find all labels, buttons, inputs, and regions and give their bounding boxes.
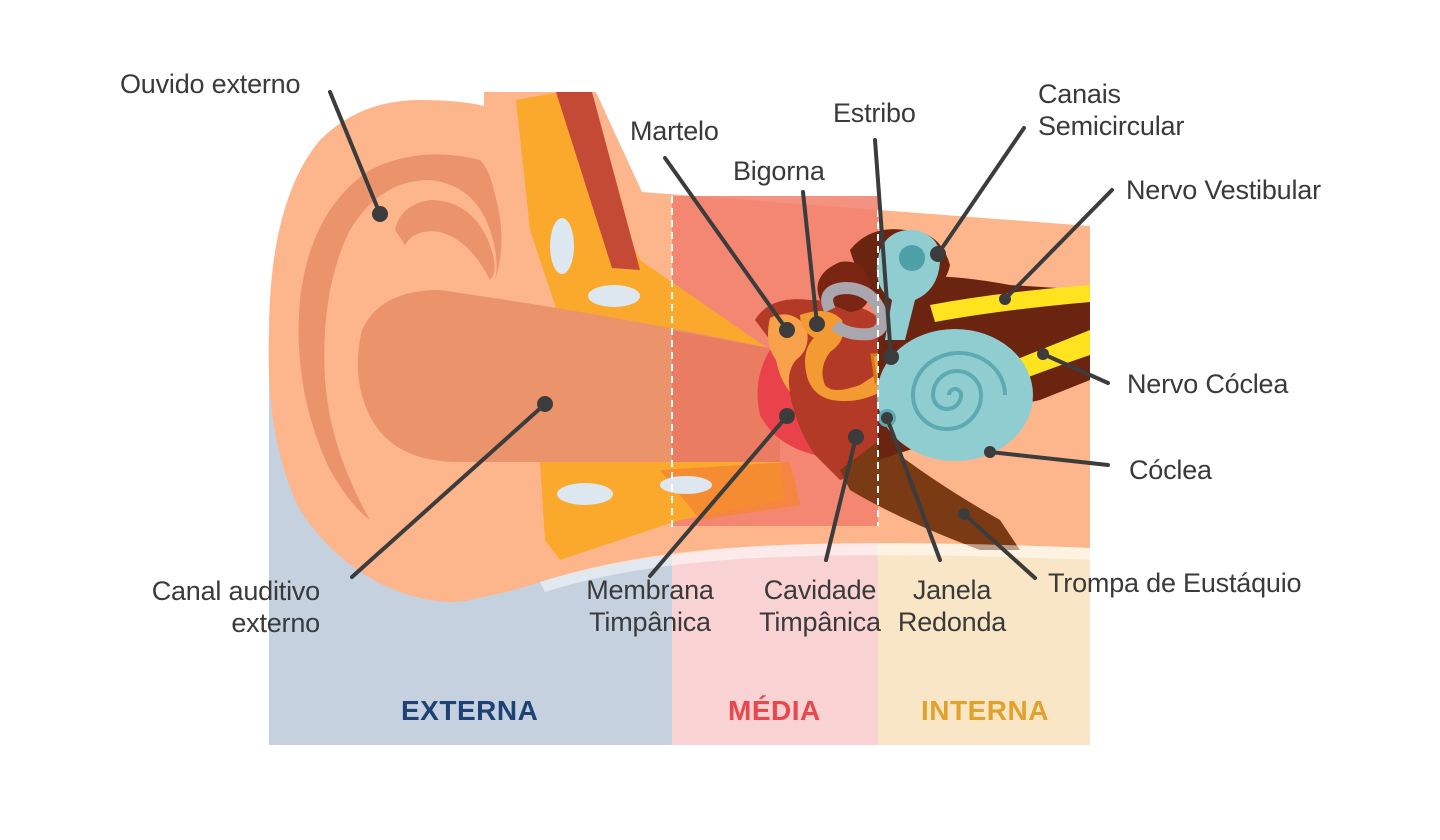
- label-canal-auditivo: Canal auditivo externo: [130, 575, 321, 639]
- bone-pore-1: [550, 218, 574, 274]
- antihelix: [395, 200, 495, 280]
- label-canais-line2: Semicircular: [1038, 111, 1185, 141]
- label-canal-auditivo-line1: Canal auditivo: [151, 576, 321, 606]
- leader-estribo: [873, 138, 893, 359]
- head-bottom-fade: [540, 543, 1090, 592]
- label-martelo: Martelo: [630, 116, 719, 146]
- label-canal-auditivo-line2: externo: [231, 608, 320, 638]
- bone-pore-3: [557, 483, 613, 505]
- label-janela-redonda: Janela Redonda: [892, 574, 1012, 638]
- leader-coclea: [988, 450, 1110, 467]
- leader-canal-auditivo: [350, 402, 547, 579]
- dot-trompa: [958, 508, 970, 520]
- label-cavidade-line2: Timpânica: [759, 607, 881, 637]
- semicircular-canal-hole: [899, 245, 925, 271]
- label-membrana-line1: Membrana: [586, 575, 714, 605]
- zone-label-media: MÉDIA: [728, 695, 821, 726]
- dot-janela: [881, 412, 893, 424]
- leader-bigorna: [801, 190, 819, 326]
- dot-martelo: [779, 322, 795, 338]
- malleus-bone: [768, 314, 808, 392]
- bone-lower-orange: [660, 462, 800, 520]
- leader-nervo-coclea: [1041, 352, 1110, 385]
- label-bigorna: Bigorna: [733, 156, 825, 186]
- dot-ouvido-externo: [372, 206, 388, 222]
- leader-dots: [372, 206, 1049, 520]
- dot-nervo-coclea: [1037, 348, 1049, 360]
- cochlea-shape: [877, 329, 1033, 461]
- leader-trompa: [962, 512, 1037, 580]
- leader-ouvido-externo: [328, 90, 382, 216]
- bone-pore-2: [588, 285, 640, 307]
- label-membrana-line2: Timpânica: [589, 607, 711, 637]
- leader-cavidade: [824, 435, 858, 562]
- label-janela-line1: Janela: [912, 575, 992, 605]
- zone-label-interna: INTERNA: [921, 695, 1049, 726]
- dot-canais: [930, 246, 946, 262]
- label-nervo-coclea: Nervo Cóclea: [1127, 369, 1289, 399]
- dot-canal-auditivo: [537, 396, 553, 412]
- label-membrana-timpanica: Membrana Timpânica: [565, 574, 735, 638]
- leader-lines: [328, 90, 1114, 580]
- label-canais-line1: Canais: [1038, 79, 1121, 109]
- dot-cavidade: [848, 429, 864, 445]
- leader-nervo-vestibular: [1003, 188, 1114, 301]
- ear-canal-mid: [672, 330, 780, 462]
- label-nervo-vestibular: Nervo Vestibular: [1126, 175, 1321, 205]
- zone-label-externa: EXTERNA: [401, 695, 539, 726]
- leader-janela: [885, 416, 942, 562]
- bone-pore-4: [660, 476, 712, 494]
- dot-coclea: [984, 446, 996, 458]
- dot-bigorna: [809, 316, 825, 332]
- label-cavidade-timpanica: Cavidade Timpânica: [735, 574, 905, 638]
- label-janela-line2: Redonda: [897, 607, 1007, 637]
- leader-membrana: [648, 414, 789, 578]
- dot-estribo: [883, 349, 899, 365]
- label-canais-semicircular: Canais Semicircular: [1038, 78, 1184, 142]
- dot-membrana: [779, 408, 795, 424]
- leader-canais: [936, 126, 1026, 256]
- label-ouvido-externo: Ouvido externo: [120, 69, 301, 99]
- label-estribo: Estribo: [833, 98, 916, 128]
- gray-canal-loop: [821, 281, 889, 341]
- dot-nervo-vestibular: [999, 293, 1011, 305]
- leader-martelo: [663, 156, 789, 332]
- label-cavidade-line1: Cavidade: [763, 575, 877, 605]
- vestibular-nerve: [930, 285, 1090, 322]
- incus-bone: [800, 311, 888, 402]
- helix-fold: [298, 154, 502, 520]
- label-coclea: Cóclea: [1129, 455, 1212, 485]
- muscle-strip: [556, 92, 640, 270]
- label-trompa-eustaquio: Trompa de Eustáquio: [1048, 568, 1302, 598]
- cochlea-spiral: [910, 351, 1007, 431]
